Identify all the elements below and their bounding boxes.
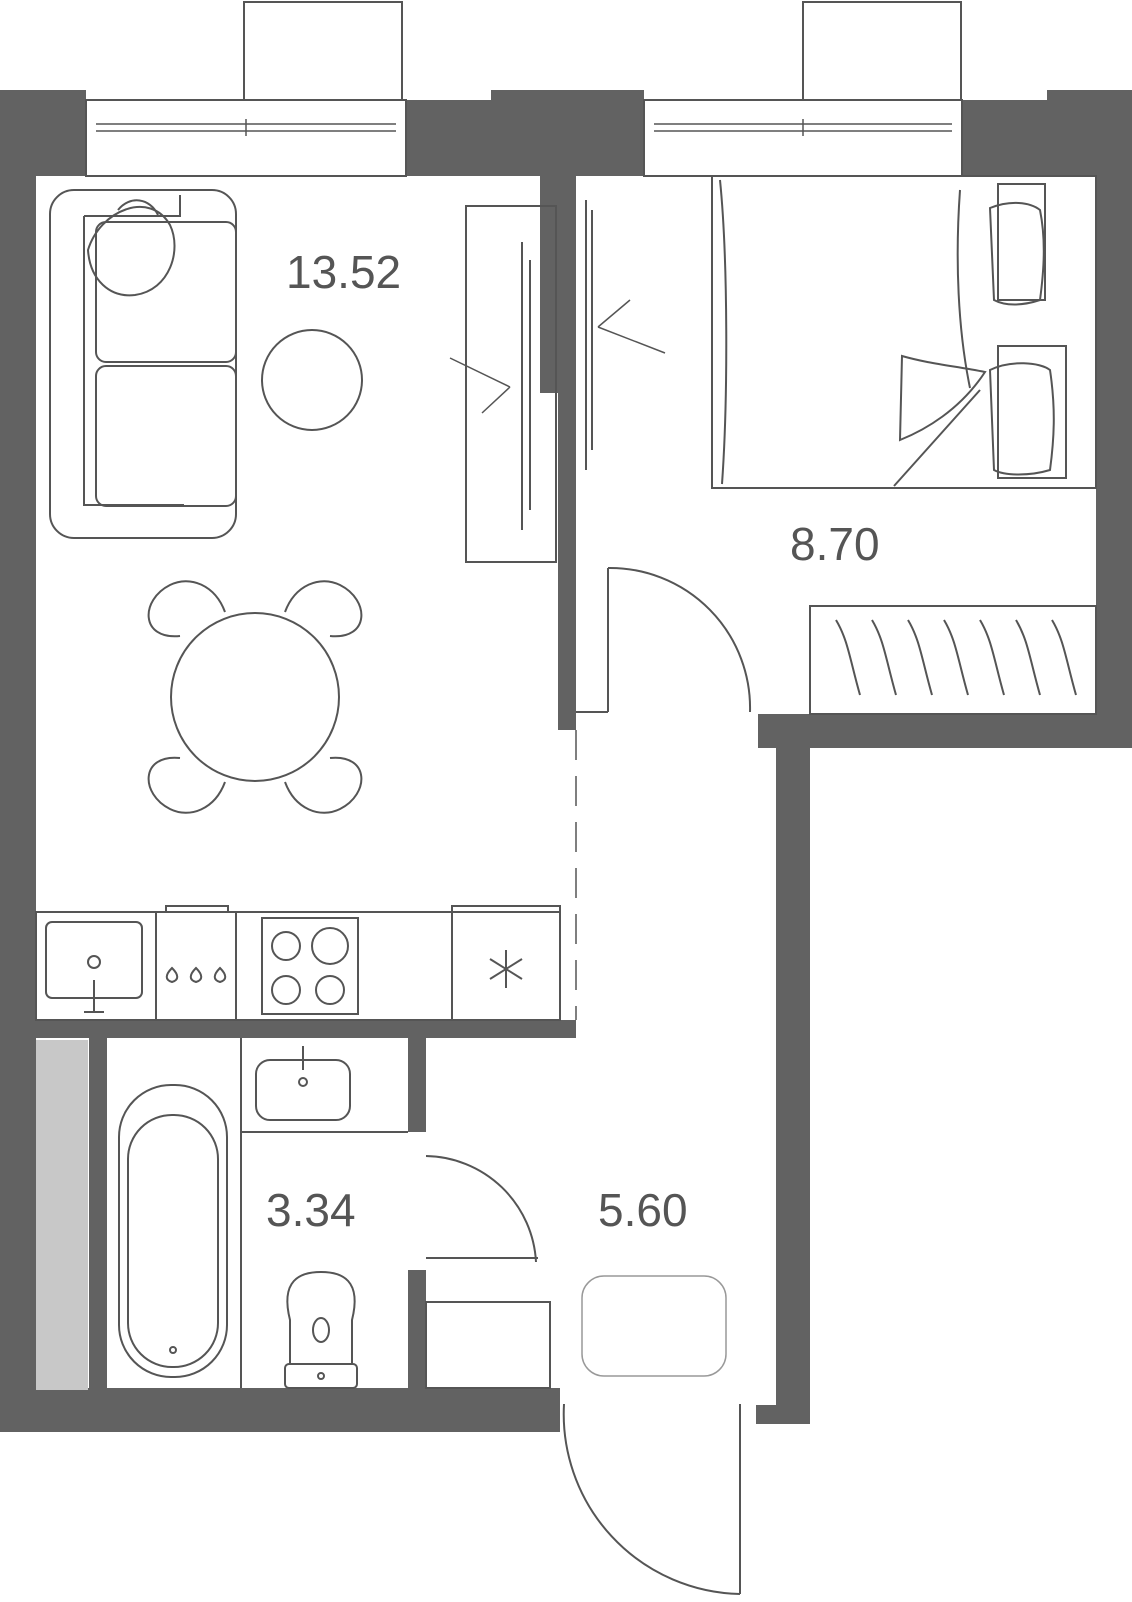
room-area-bedroom: 8.70 (790, 518, 880, 570)
door-icon (425, 1155, 538, 1263)
pillow-icon (898, 183, 1067, 479)
room-area-hallway: 5.60 (598, 1184, 688, 1236)
kitchen-sink-icon (45, 921, 143, 1013)
armchair-icon (86, 199, 176, 297)
window-icon (643, 1, 963, 177)
walls (0, 90, 1132, 1432)
washbasin-icon (255, 1046, 351, 1121)
toilet-icon (284, 1270, 358, 1389)
chair-icon (147, 580, 363, 814)
cooktop-icon (261, 917, 359, 1015)
coffee-table-icon (261, 329, 363, 431)
wardrobe-icon (809, 605, 1097, 715)
bed-icon (711, 175, 1097, 489)
dining-table-icon (170, 612, 340, 782)
door-icon (562, 1403, 741, 1595)
tv-stand-icon (449, 205, 557, 563)
sofa-icon (49, 189, 237, 539)
niche (36, 1040, 88, 1390)
rug-icon (581, 1275, 727, 1377)
room-area-living-kitchen: 13.52 (286, 246, 401, 298)
door-icon (576, 566, 752, 713)
hallway-closet (425, 1301, 551, 1389)
fridge-icon (489, 950, 523, 988)
window-icon (85, 1, 407, 177)
room-area-bathroom: 3.34 (266, 1184, 356, 1236)
tv-icon (585, 200, 666, 470)
gas-stove-icon (165, 966, 227, 984)
hanger-icon (835, 619, 1077, 696)
kitchen-counter (35, 905, 561, 1021)
bathtub-icon (118, 1084, 228, 1378)
